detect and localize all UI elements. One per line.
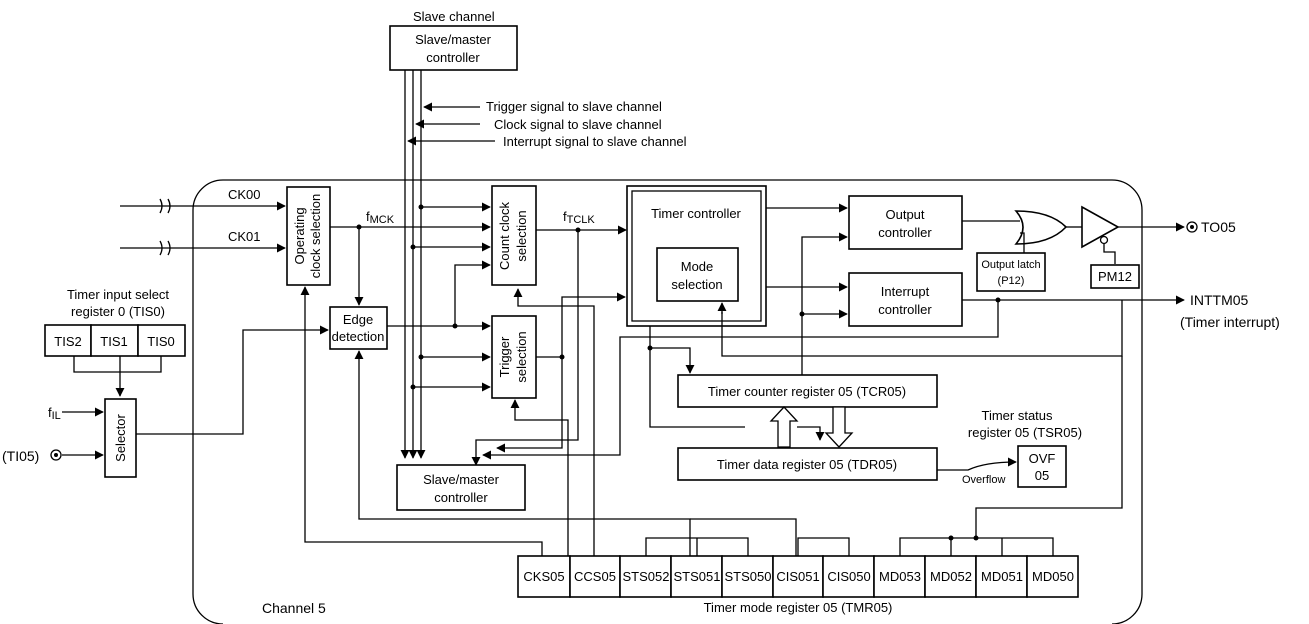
svg-text:Timer counter register 05 (TCR: Timer counter register 05 (TCR05) (708, 384, 906, 399)
tmr05-caption: Timer mode register 05 (TMR05) (704, 600, 893, 615)
svg-text:MD051: MD051 (981, 569, 1023, 584)
slave-master-controller-bottom: Slave/master controller (396, 464, 526, 511)
ftclk-label: fTCLK (563, 209, 595, 226)
svg-text:TIS2: TIS2 (54, 334, 81, 349)
svg-text:Edge: Edge (343, 312, 373, 327)
slave-channel-title: Slave channel (413, 9, 495, 24)
svg-text:MD053: MD053 (879, 569, 921, 584)
svg-text:(P12): (P12) (998, 275, 1025, 287)
svg-text:Count clock: Count clock (497, 202, 512, 270)
svg-text:TIS1: TIS1 (100, 334, 127, 349)
svg-text:Trigger: Trigger (497, 336, 512, 377)
svg-text:MD052: MD052 (930, 569, 972, 584)
capture-arrow-icon (824, 406, 854, 448)
interrupt-signal-label: Interrupt signal to slave channel (503, 134, 687, 149)
inttm05-label: INTTM05 (1190, 292, 1249, 308)
trigger-selection: Trigger selection (491, 315, 537, 399)
svg-text:Interrupt: Interrupt (881, 284, 930, 299)
svg-text:CKS05: CKS05 (523, 569, 564, 584)
svg-text:Slave/master: Slave/master (415, 32, 492, 47)
mode-selection: Mode selection (656, 247, 739, 302)
or-gate (1014, 210, 1068, 245)
svg-text:PM12: PM12 (1098, 269, 1132, 284)
svg-text:selection: selection (514, 210, 529, 261)
tis-title-2: register 0 (TIS0) (71, 304, 165, 319)
ovf-flag: OVF 05 (1017, 445, 1067, 488)
trigger-signal-label: Trigger signal to slave channel (486, 99, 662, 114)
svg-text:Slave/master: Slave/master (423, 472, 500, 487)
interrupt-controller: Interrupt controller (848, 272, 963, 327)
svg-text:controller: controller (434, 490, 488, 505)
svg-text:Output latch: Output latch (981, 259, 1040, 271)
tcr05-register: Timer counter register 05 (TCR05) (677, 374, 938, 408)
tdr05-register: Timer data register 05 (TDR05) (677, 447, 938, 481)
tis-title-1: Timer input select (67, 287, 169, 302)
pm12-box: PM12 (1090, 264, 1140, 289)
fil-label: fIL (48, 405, 61, 422)
svg-text:STS052: STS052 (623, 569, 670, 584)
svg-text:CIS050: CIS050 (827, 569, 870, 584)
output-controller: Output controller (848, 195, 963, 250)
fmck-label: fMCK (366, 209, 395, 226)
channel-label: Channel 5 (262, 600, 326, 616)
operating-clock-selection: Operating clock selection (286, 186, 331, 286)
svg-text:OVF: OVF (1029, 451, 1056, 466)
svg-text:controller: controller (878, 225, 932, 240)
svg-text:TIS0: TIS0 (147, 334, 174, 349)
tsr-title-2: register 05 (TSR05) (968, 425, 1082, 440)
svg-text:Output: Output (885, 207, 924, 222)
svg-text:Operating: Operating (292, 207, 307, 264)
svg-text:MD050: MD050 (1032, 569, 1074, 584)
svg-text:STS051: STS051 (674, 569, 721, 584)
count-clock-selection: Count clock selection (491, 185, 537, 286)
tmr05-register: CKS05 CCS05 STS052 STS051 STS050 CIS051 … (517, 555, 1079, 598)
svg-text:controller: controller (426, 50, 480, 65)
svg-text:STS050: STS050 (725, 569, 772, 584)
svg-text:Mode: Mode (681, 259, 714, 274)
ti05-label: (TI05) (2, 448, 39, 464)
svg-text:clock selection: clock selection (308, 194, 323, 279)
svg-text:selection: selection (671, 277, 722, 292)
output-latch: Output latch (P12) (976, 252, 1046, 292)
timer-interrupt-label: (Timer interrupt) (1180, 314, 1280, 330)
svg-text:Timer controller: Timer controller (651, 206, 741, 221)
clock-signal-label: Clock signal to slave channel (494, 117, 662, 132)
svg-text:CCS05: CCS05 (574, 569, 616, 584)
selector: Selector (104, 398, 137, 478)
svg-text:05: 05 (1035, 468, 1049, 483)
tsr-title-1: Timer status (981, 408, 1053, 423)
svg-text:detection: detection (332, 329, 385, 344)
load-arrow-icon (769, 406, 799, 448)
edge-detection: Edge detection (329, 306, 388, 350)
svg-text:Timer data register 05 (TDR05): Timer data register 05 (TDR05) (717, 457, 897, 472)
svg-text:CIS051: CIS051 (776, 569, 819, 584)
to05-label: TO05 (1201, 219, 1236, 235)
ck01-label: CK01 (228, 229, 261, 244)
svg-text:Selector: Selector (113, 413, 128, 461)
output-buffer (1081, 205, 1120, 249)
slave-master-controller-top: Slave/master controller (389, 25, 518, 71)
svg-text:selection: selection (514, 331, 529, 382)
overflow-label: Overflow (962, 474, 1005, 486)
channel-outline (192, 179, 1143, 624)
ck00-label: CK00 (228, 187, 261, 202)
tis-register: TIS2 TIS1 TIS0 (44, 324, 186, 357)
svg-text:controller: controller (878, 302, 932, 317)
